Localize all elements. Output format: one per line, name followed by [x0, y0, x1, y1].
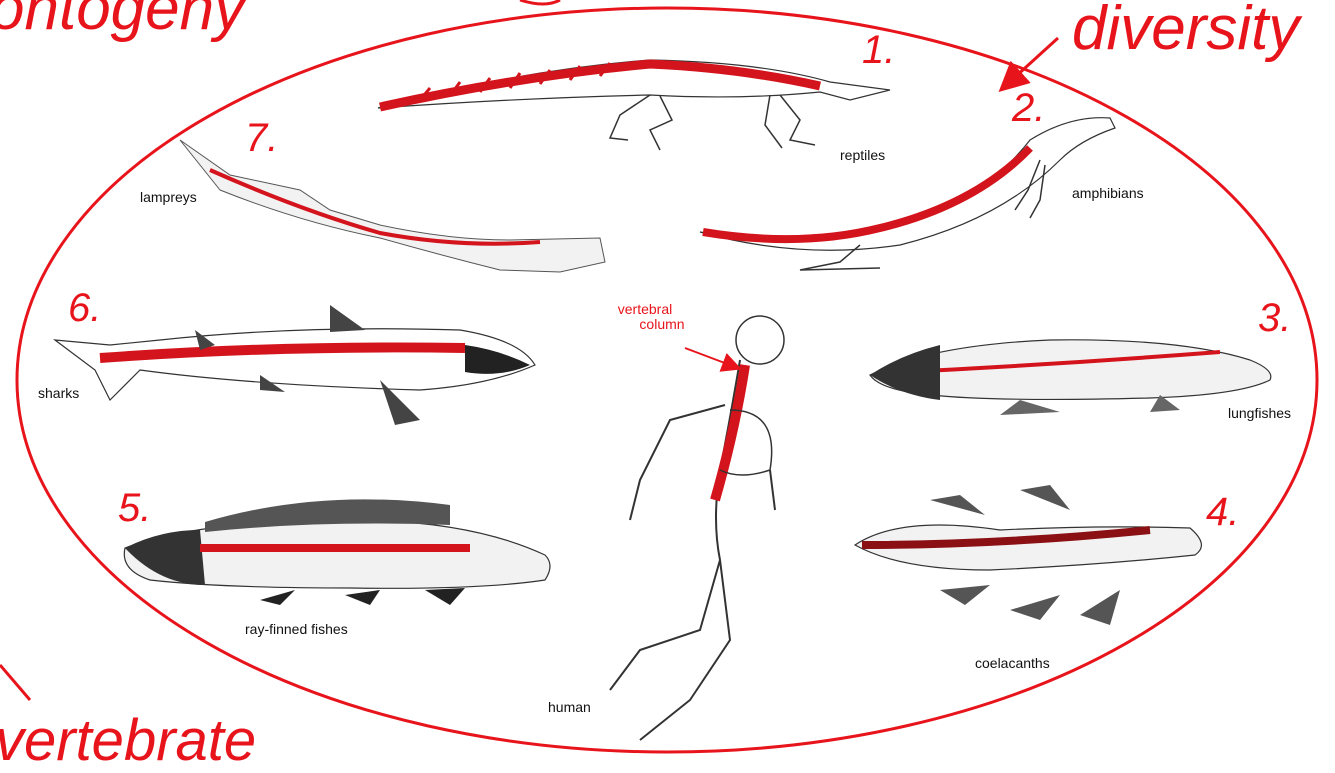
vertebral-column-callout: vertebral column — [590, 302, 700, 333]
amphibian-skeleton — [700, 118, 1115, 270]
heading-ontogeny: ontogeny — [0, 0, 245, 40]
vertebrate-stroke — [0, 665, 30, 700]
group-number-2: 2. — [1012, 88, 1045, 128]
group-label-coelacanths: coelacanths — [975, 656, 1050, 670]
group-label-lampreys: lampreys — [140, 190, 197, 204]
group-number-5: 5. — [118, 488, 151, 528]
group-label-sharks: sharks — [38, 386, 79, 400]
heading-vertebrate: vertebrate — [0, 712, 256, 770]
group-number-1: 1. — [862, 30, 895, 70]
group-label-lungfishes: lungfishes — [1228, 406, 1291, 420]
group-number-7: 7. — [245, 118, 278, 158]
lungfish-skeleton — [870, 340, 1271, 415]
top-partial-stroke — [520, 0, 560, 4]
group-number-3: 3. — [1258, 298, 1291, 338]
vertebral-column-line2: column — [590, 317, 700, 332]
human-label: human — [548, 700, 591, 714]
group-number-6: 6. — [68, 288, 101, 328]
vertebral-column-line1: vertebral — [590, 302, 700, 317]
lamprey-skeleton — [180, 140, 605, 272]
shark-skeleton — [55, 305, 535, 425]
coelacanth-skeleton — [855, 485, 1201, 625]
group-label-amphibians: amphibians — [1072, 186, 1144, 200]
heading-diversity: diversity — [1072, 0, 1299, 60]
diagram-canvas — [0, 0, 1335, 757]
ray-finned-fish-skeleton — [124, 499, 550, 605]
vertebral-pointer — [685, 348, 738, 368]
human-skeleton — [610, 316, 784, 740]
group-label-reptiles: reptiles — [840, 148, 885, 162]
group-label-ray-finned-fishes: ray-finned fishes — [245, 622, 348, 636]
reptile-skeleton — [378, 60, 890, 150]
group-number-4: 4. — [1206, 492, 1239, 532]
